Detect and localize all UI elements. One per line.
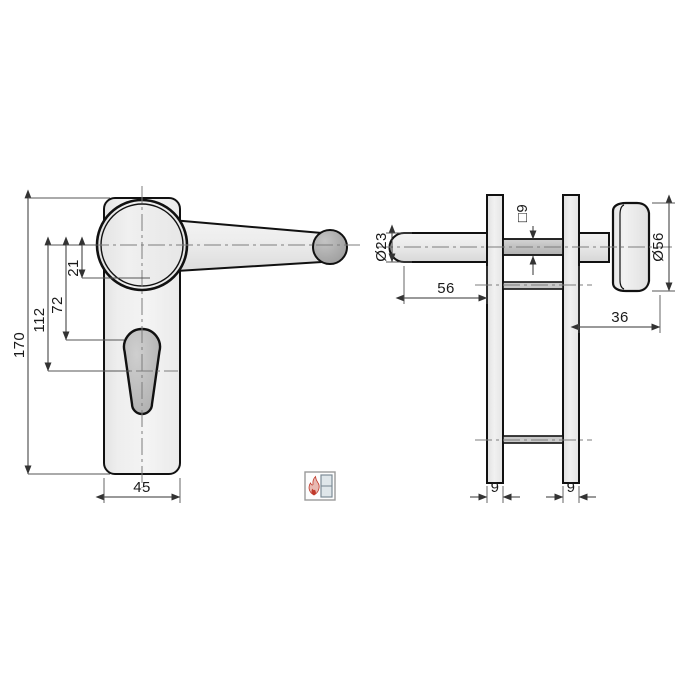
dim-label-d56: Ø56 bbox=[650, 232, 667, 262]
dim-label-21: 21 bbox=[65, 259, 82, 277]
knob-head-highlight bbox=[619, 204, 625, 290]
dim-label-112: 112 bbox=[31, 307, 48, 332]
dim-label-56: 56 bbox=[437, 280, 455, 297]
front-view-group: 170 112 72 21 bbox=[11, 186, 360, 503]
dimension-rosette-offset: 21 bbox=[65, 236, 150, 279]
dim-label-170: 170 bbox=[11, 332, 28, 358]
flame-icon bbox=[308, 475, 320, 496]
dim-label-9-left: 9 bbox=[491, 479, 500, 496]
dim-label-45: 45 bbox=[133, 479, 151, 496]
dim-label-d23: Ø23 bbox=[373, 232, 390, 262]
dimension-keyhole-centre: 112 bbox=[31, 236, 130, 372]
dimension-plate-thickness-left: 9 bbox=[470, 479, 520, 503]
dimension-knob-projection: 36 bbox=[570, 266, 661, 333]
backplate-right-side bbox=[562, 194, 580, 484]
dimension-plate-height: 170 bbox=[11, 189, 110, 475]
fire-door-symbol bbox=[304, 471, 336, 501]
backplate-left-side bbox=[486, 194, 504, 484]
centerlines-side bbox=[376, 246, 672, 441]
dim-label-9-right: 9 bbox=[567, 479, 576, 496]
dim-label-sq9: □9 bbox=[514, 204, 531, 222]
dimension-lever-diameter: Ø23 bbox=[373, 224, 412, 263]
dimension-plate-width: 45 bbox=[95, 478, 181, 503]
dimension-plate-thickness-right: 9 bbox=[546, 479, 596, 503]
flame-core-icon bbox=[311, 488, 316, 495]
dimension-knob-diameter: Ø56 bbox=[650, 194, 675, 292]
side-view-group: Ø23 56 □9 Ø56 bbox=[373, 194, 675, 503]
lever-end-cap-front bbox=[312, 229, 348, 265]
dim-label-36: 36 bbox=[611, 309, 629, 326]
dimension-spindle-square: □9 bbox=[514, 204, 537, 275]
dimension-lever-length: 56 bbox=[395, 266, 488, 304]
dim-label-72: 72 bbox=[49, 296, 66, 314]
